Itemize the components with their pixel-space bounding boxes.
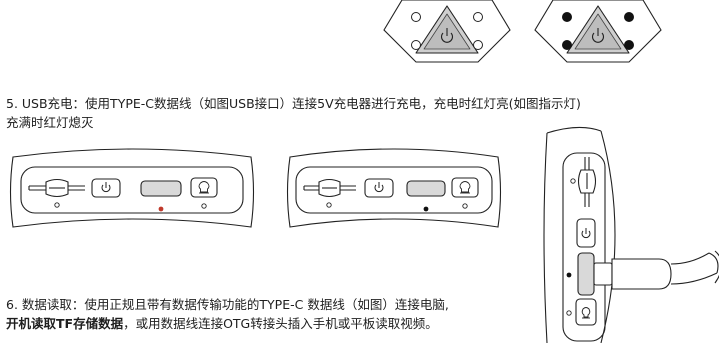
light-icon — [198, 181, 210, 194]
device-side-panel-with-cable — [543, 126, 719, 343]
power-icon — [374, 184, 384, 193]
light-button — [190, 177, 218, 209]
sd-card-slot-icon — [28, 178, 85, 208]
section6-line2-rest: ，或用数据线连接OTG转接头插入手机或平板读取视频。 — [123, 316, 438, 331]
sd-card-slot-icon — [303, 178, 356, 208]
power-icon — [101, 184, 111, 193]
section6-line2: 开机读取TF存储数据，或用数据线连接OTG转接头插入手机或平板读取视频。 — [6, 316, 438, 332]
light-button — [451, 177, 479, 209]
section5-line2: 充满时红灯熄灭 — [6, 115, 94, 130]
led-hole-icon — [473, 40, 483, 50]
section5-line1: 5. USB充电：使用TYPE-C数据线（如图USB接口）连接5V充电器进行充电… — [6, 96, 581, 111]
charging-indicator-red — [158, 206, 164, 212]
led-lit-icon — [624, 12, 634, 22]
section6-line1: 6. 数据读取：使用正规且带有数据传输功能的TYPE-C 数据线（如图）连接电脑… — [6, 297, 449, 312]
led-hole-icon — [411, 40, 421, 50]
device-panel-charging — [9, 148, 255, 228]
usb-port — [406, 180, 446, 197]
top-hexagon-diagram-left — [383, 0, 511, 63]
charging-indicator-off — [423, 206, 429, 212]
sd-card-slot-icon — [570, 157, 597, 207]
power-button — [91, 178, 121, 198]
led-lit-icon — [562, 40, 572, 50]
section6-line2-bold: 开机读取TF存储数据 — [6, 316, 124, 331]
power-icon — [440, 28, 454, 43]
power-button — [576, 218, 596, 248]
led-hole-icon — [473, 12, 483, 22]
light-icon — [581, 307, 591, 319]
indicator-dot — [566, 272, 572, 278]
power-triangle-button — [566, 5, 630, 54]
usb-cable — [593, 250, 719, 290]
top-hexagon-diagram-right — [534, 0, 662, 63]
light-icon — [459, 181, 471, 194]
light-button — [566, 298, 597, 326]
power-triangle-button — [415, 5, 479, 54]
power-icon — [581, 230, 591, 239]
power-button — [364, 178, 394, 198]
device-panel-charged — [286, 148, 502, 228]
usb-port — [140, 180, 182, 197]
led-lit-icon — [624, 40, 634, 50]
led-lit-icon — [562, 12, 572, 22]
led-hole-icon — [411, 12, 421, 22]
usb-port — [577, 252, 595, 296]
power-icon — [591, 28, 605, 43]
